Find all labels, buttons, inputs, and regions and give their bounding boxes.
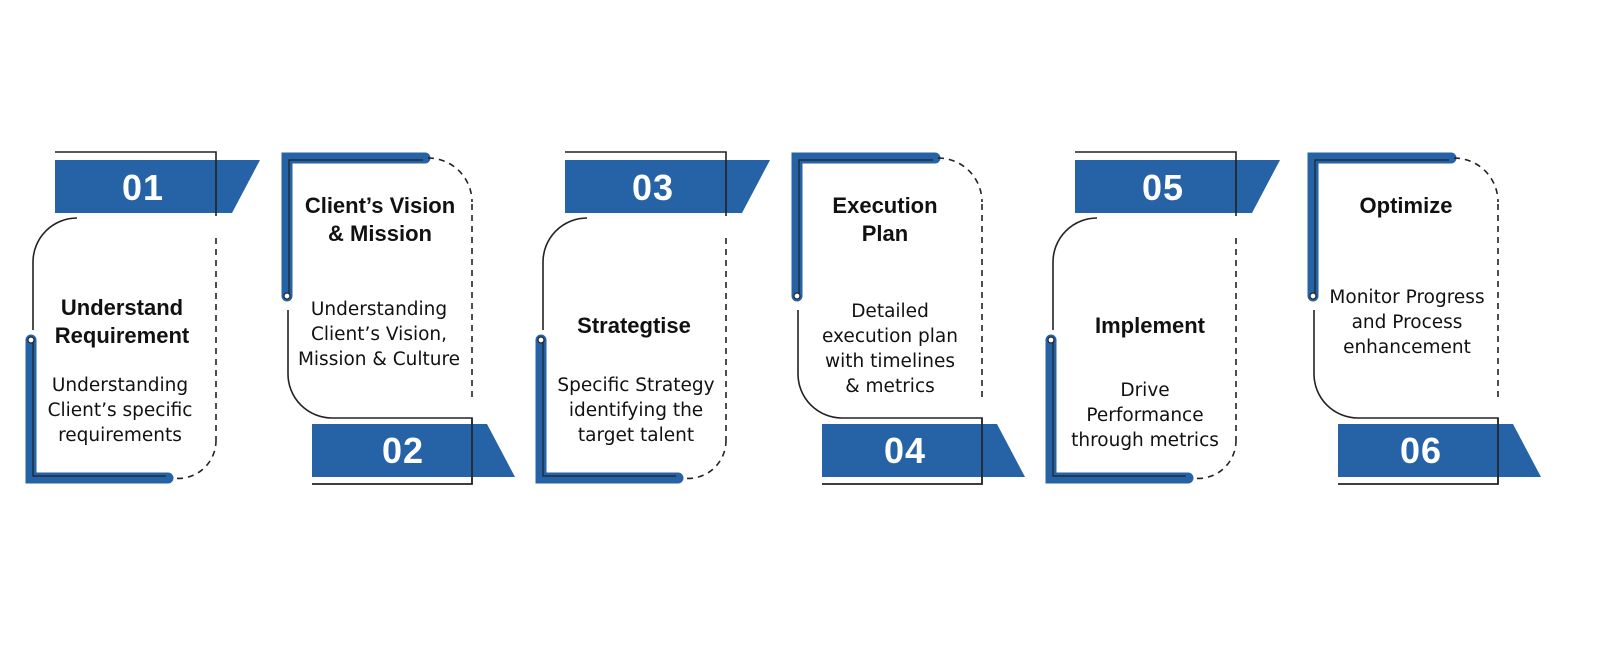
step-2-curve-outline bbox=[287, 310, 473, 485]
step-1-bracket-line bbox=[32, 342, 166, 477]
step-6-banner-outline bbox=[1338, 418, 1499, 485]
step-4-number: 04 bbox=[883, 430, 927, 471]
step-6-description: Monitor Progress and Process enhancement bbox=[1329, 287, 1485, 358]
step-3-title: Strategtise bbox=[577, 313, 691, 338]
step-2-blue-bracket bbox=[281, 152, 431, 302]
step-1-number: 01 bbox=[121, 167, 165, 208]
step-5-curve-outline bbox=[1052, 217, 1098, 330]
step-5-number: 05 bbox=[1141, 167, 1185, 208]
step-2-dashed-corner bbox=[427, 157, 473, 203]
step-4-number-banner bbox=[822, 424, 1025, 477]
step-6-dot bbox=[1309, 292, 1317, 300]
step-2-dot bbox=[283, 292, 291, 300]
step-3-dot bbox=[537, 336, 545, 344]
step-4-bracket-line bbox=[798, 159, 933, 296]
step-2-number: 02 bbox=[381, 430, 425, 471]
step-1-title: Understand Requirement bbox=[54, 295, 190, 348]
step-4-dashed-corner bbox=[937, 157, 983, 203]
step-6-number: 06 bbox=[1399, 430, 1443, 471]
step-6-curve-outline bbox=[1313, 310, 1499, 485]
step-6-dashed-corner bbox=[1453, 157, 1499, 203]
step-1-dot bbox=[27, 336, 35, 344]
step-3-bracket-line bbox=[542, 342, 676, 477]
step-5-description: Drive Performance through metrics bbox=[1071, 380, 1219, 451]
step-5-dot bbox=[1047, 336, 1055, 344]
step-3-blue-bracket bbox=[535, 334, 684, 484]
step-6-blue-bracket bbox=[1307, 152, 1457, 302]
step-4-dot bbox=[793, 292, 801, 300]
step-6-number-banner bbox=[1338, 424, 1541, 477]
step-1-blue-bracket bbox=[25, 334, 174, 484]
step-4-banner-outline bbox=[822, 418, 983, 485]
step-5-bracket-line bbox=[1052, 342, 1186, 477]
step-5-number-banner bbox=[1075, 160, 1280, 213]
step-5-title: Implement bbox=[1094, 313, 1206, 338]
step-2-number-banner bbox=[312, 424, 515, 477]
step-5-banner-outline bbox=[1075, 151, 1237, 216]
step-4-title: Execution Plan bbox=[832, 193, 938, 246]
step-3-number: 03 bbox=[631, 167, 675, 208]
step-4-description: Detailed execution plan with timelines &… bbox=[822, 301, 958, 397]
step-1-number-banner bbox=[55, 160, 260, 213]
step-2-bracket-line bbox=[288, 159, 423, 296]
step-1-description: Understanding Client’s specific requirem… bbox=[47, 375, 193, 446]
step-2-banner-outline bbox=[312, 418, 473, 485]
step-3-description: Specific Strategy identifying the target… bbox=[557, 375, 715, 446]
step-1-curve-outline bbox=[32, 217, 78, 330]
step-2-title: Client’s Vision & Mission bbox=[304, 193, 456, 246]
step-2-description: Understanding Client’s Vision, Mission &… bbox=[297, 299, 461, 370]
step-1-banner-outline bbox=[55, 151, 217, 216]
step-3-banner-outline bbox=[565, 151, 727, 216]
step-3-curve-outline bbox=[542, 217, 588, 330]
step-6-title: Optimize bbox=[1359, 193, 1453, 218]
step-4-curve-outline bbox=[797, 310, 983, 485]
step-1-dashed-corner bbox=[171, 439, 217, 480]
step-4-blue-bracket bbox=[791, 152, 941, 302]
step-3-number-banner bbox=[565, 160, 770, 213]
step-3-dashed-corner bbox=[681, 439, 727, 480]
step-5-blue-bracket bbox=[1045, 334, 1194, 484]
step-5-dashed-corner bbox=[1191, 439, 1237, 480]
step-6-bracket-line bbox=[1314, 159, 1449, 296]
